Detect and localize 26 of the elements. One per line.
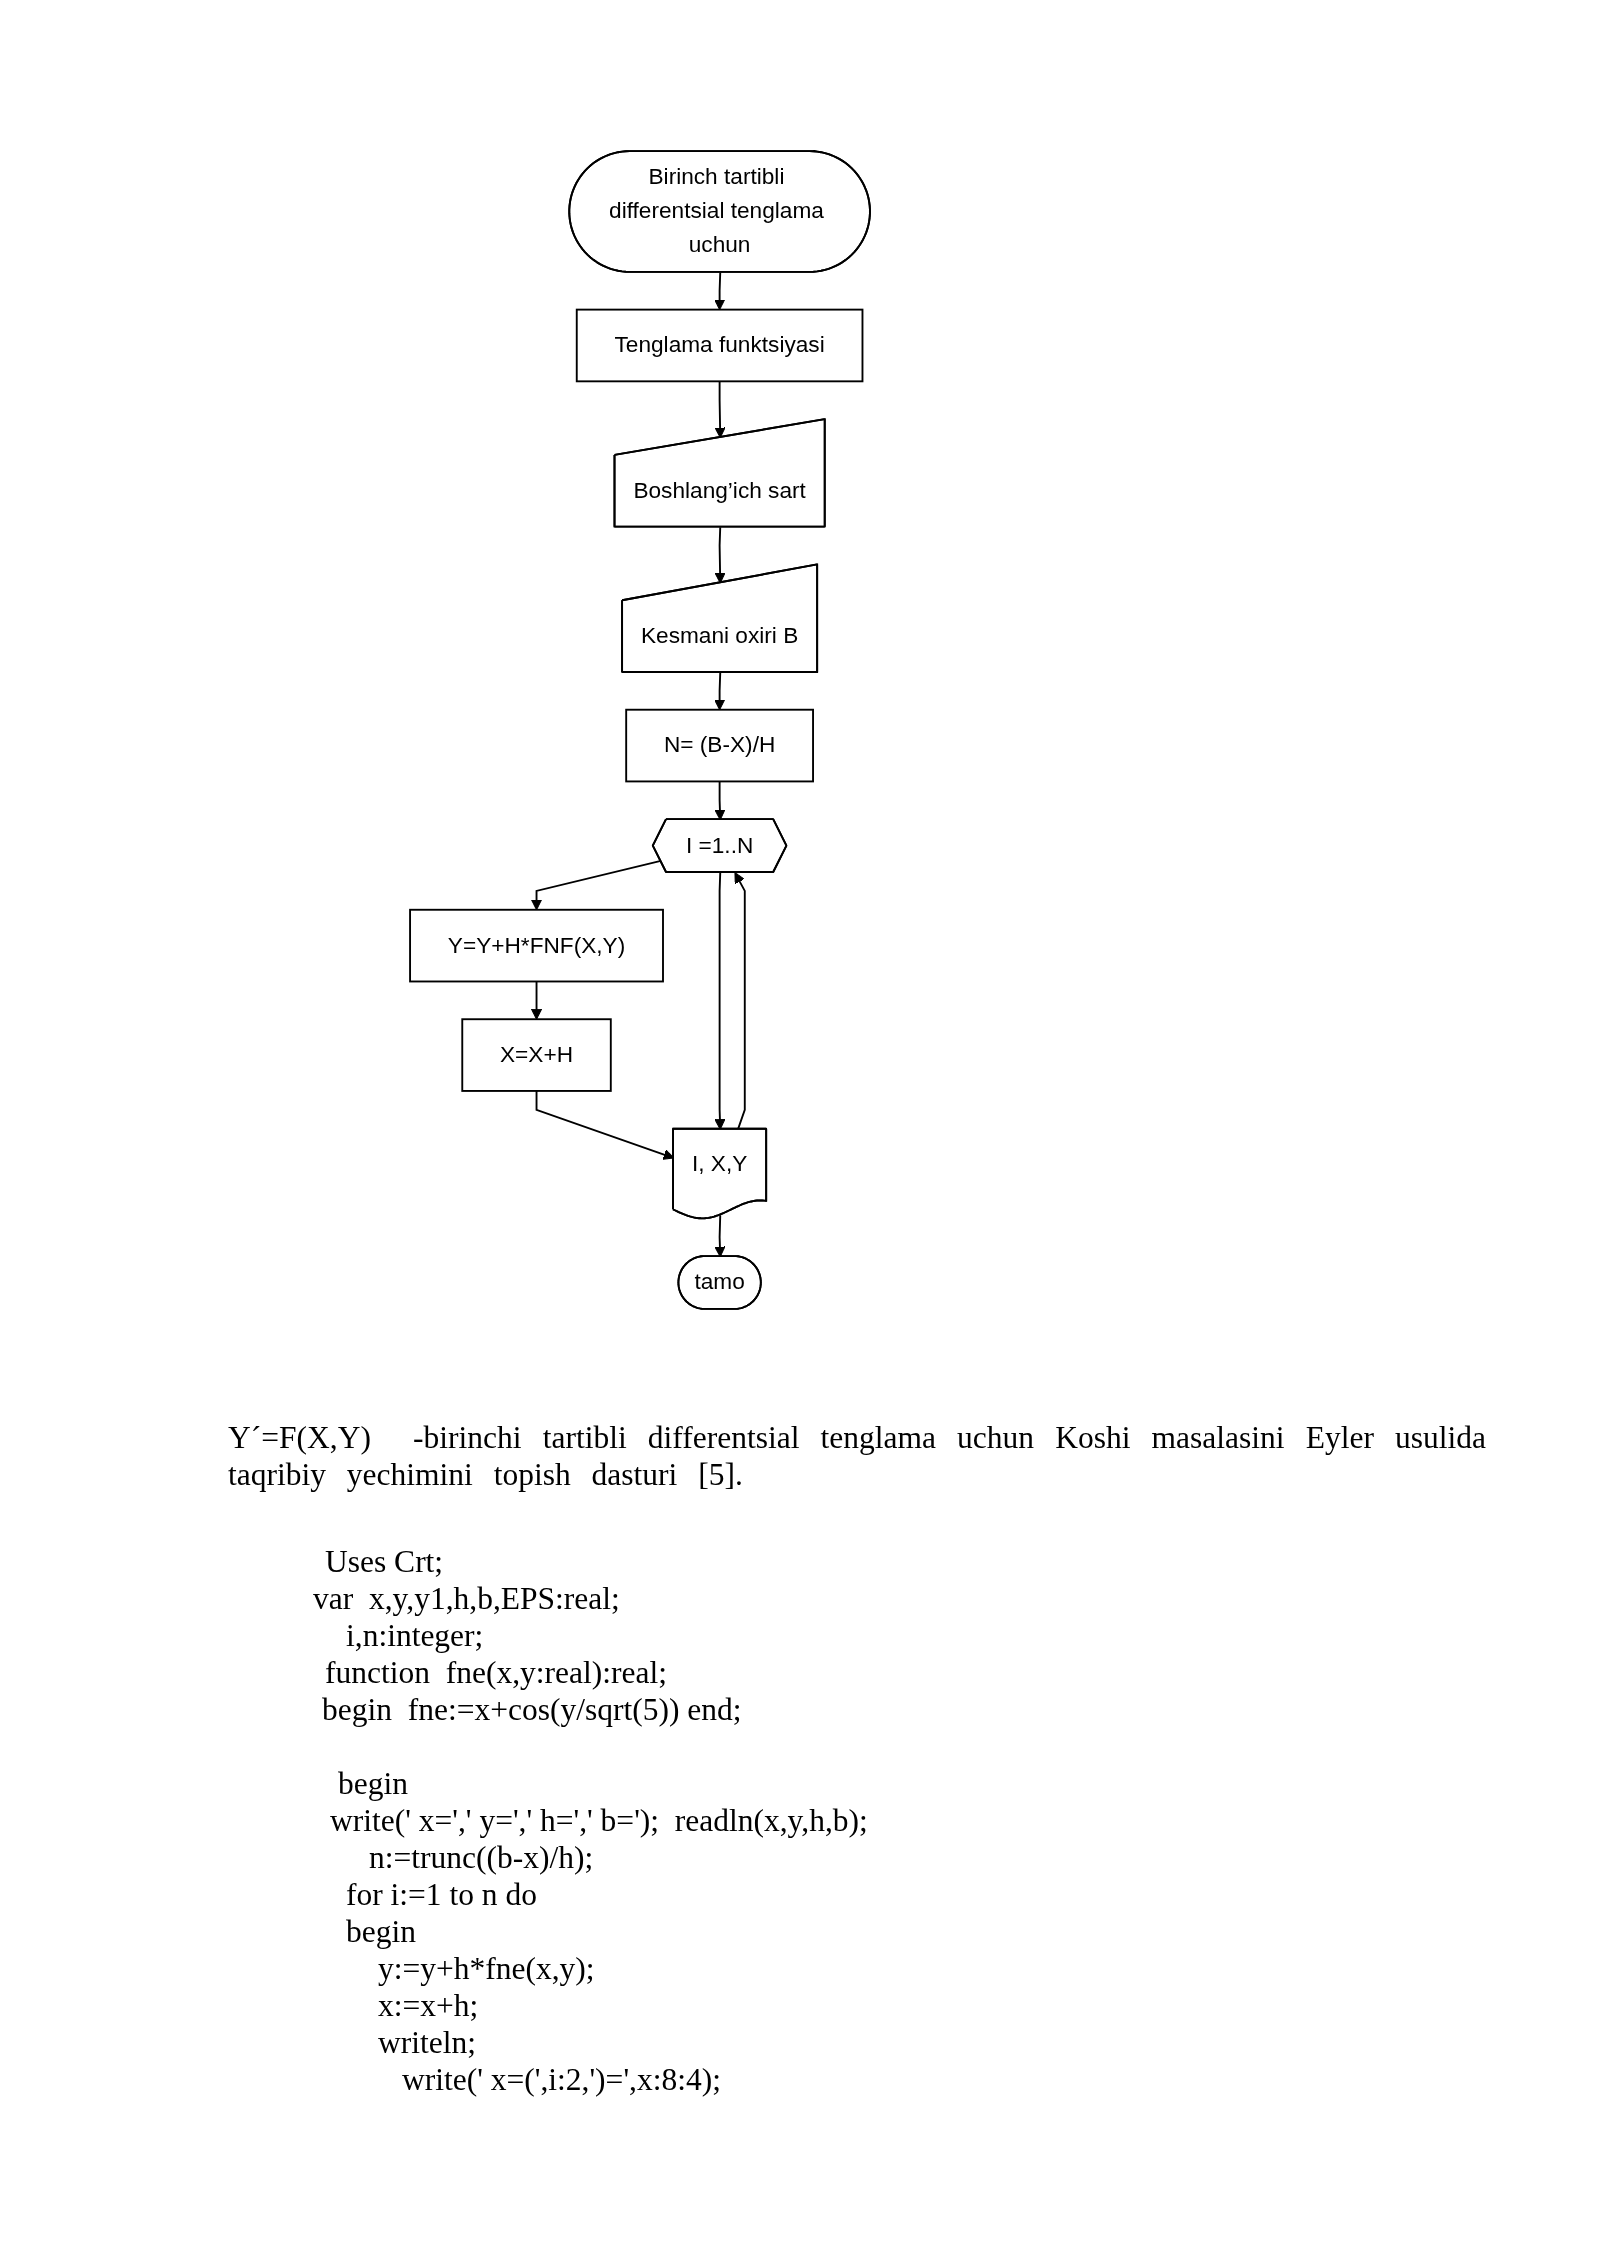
code-line: x:=x+h; bbox=[378, 1987, 479, 2024]
node-box: Tenglama funktsiyasi bbox=[575, 308, 864, 383]
arrow bbox=[714, 271, 726, 311]
code-line: function fne(x,y:real):real; bbox=[325, 1654, 667, 1691]
arrow bbox=[531, 860, 662, 911]
arrow bbox=[714, 780, 726, 821]
arrow bbox=[714, 1214, 726, 1258]
code-line: begin bbox=[346, 1913, 416, 1950]
code-line: n:=trunc((b-x)/h); bbox=[369, 1839, 594, 1876]
code-line: writeln; bbox=[378, 2024, 476, 2061]
arrow bbox=[535, 1090, 675, 1160]
code-line: y:=y+h*fne(x,y); bbox=[378, 1950, 595, 1987]
code-line: var x,y,y1,h,b,EPS:real; bbox=[313, 1580, 620, 1617]
arrow bbox=[714, 671, 726, 711]
code-line: i,n:integer; bbox=[346, 1617, 484, 1654]
node-box: N= (B-X)/H bbox=[625, 708, 814, 783]
node-box: X=X+H bbox=[461, 1018, 612, 1092]
code-line: for i:=1 to n do bbox=[346, 1876, 537, 1913]
arrow bbox=[531, 980, 543, 1020]
code-line: write(' x=',' y=',' h=',' b='); readln(x,y,h,b); bbox=[330, 1802, 868, 1839]
code-line: Uses Crt; bbox=[325, 1543, 444, 1580]
node-box: Y=Y+H*FNF(X,Y) bbox=[409, 908, 664, 983]
code-line: write(' x=(',i:2,')=',x:8:4); bbox=[402, 2061, 721, 2098]
code-line: begin fne:=x+cos(y/sqrt(5)) end; bbox=[322, 1691, 742, 1728]
code-line: begin bbox=[338, 1765, 408, 1802]
body-paragraph: Y´=F(X,Y) -birinchi tartibli differentsial tenglama uchun Koshi masalasini Eyler usulida taqribiy yechimini topish dasturi [5]. bbox=[228, 1419, 1486, 1493]
